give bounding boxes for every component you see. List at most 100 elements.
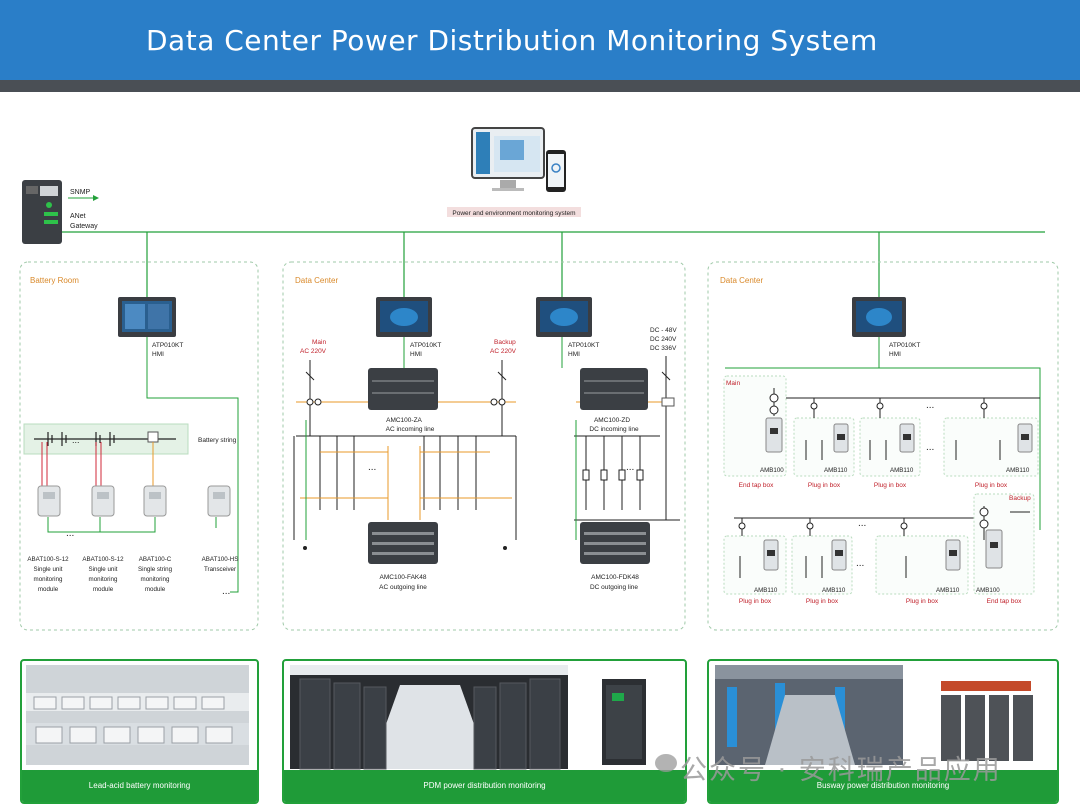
busway-box-meters <box>767 428 1029 556</box>
top-box-4-caption: Plug in box <box>975 482 1008 489</box>
bottom-box-ellipsis: ... <box>856 558 864 569</box>
data-center-2-title: Data Center <box>720 276 763 285</box>
dc2-hmi-type: HMI <box>889 351 901 358</box>
battery-room-panel <box>19 261 259 631</box>
data-center-panel-1 <box>282 261 686 631</box>
battery-module-icon <box>91 485 115 517</box>
top-busway-ellipsis: ... <box>926 400 934 411</box>
amc-fak48-device-icon <box>368 522 438 564</box>
module-2-line3: module <box>93 586 114 593</box>
bottom-box-3-caption: Plug in box <box>906 598 939 605</box>
battery-room-title: Battery Room <box>30 276 79 285</box>
dc1-hmi1-type: HMI <box>410 351 422 358</box>
battery-string-ellipsis: ... <box>72 435 80 445</box>
top-box-2-model: AMB110 <box>824 467 848 474</box>
ac-ct-wiring <box>300 446 512 520</box>
busway-image <box>715 665 1033 765</box>
main-supply-label: Main <box>312 339 326 346</box>
module-2-line2: monitoring <box>89 576 118 583</box>
bottom-box-2-model: AMB110 <box>822 587 846 594</box>
module-4-line1: Transceiver <box>204 566 236 573</box>
amc-zd-device-icon <box>580 368 648 410</box>
battery-hmi-model: ATP010KT <box>152 342 183 349</box>
dc-voltage-3: DC 336V <box>650 345 677 352</box>
top-box-3-model: AMB110 <box>890 467 914 474</box>
busway-taps <box>738 388 1030 540</box>
bottom-busway-ellipsis: ... <box>858 518 866 529</box>
top-box-4-model: AMB110 <box>1006 467 1030 474</box>
fak-desc: AC outgoing line <box>379 584 427 591</box>
amc-zd-model: AMC100-ZD <box>594 417 630 424</box>
data-center-1-title: Data Center <box>295 276 338 285</box>
pdm-photo-card: PDM power distribution monitoring <box>282 659 687 804</box>
dc1-hmi2-type: HMI <box>568 351 580 358</box>
module-1-model: ABAT100-S-12 <box>27 556 69 563</box>
battery-string-label: Battery string <box>198 437 237 444</box>
module-2-model: ABAT100-S-12 <box>82 556 124 563</box>
module-2-line1: Single unit <box>89 566 118 573</box>
fdk-desc: DC outgoing line <box>590 584 638 591</box>
amc-za-desc: AC incoming line <box>386 426 435 433</box>
battery-module-icon <box>37 485 61 517</box>
hmi-screen-icon <box>536 297 592 337</box>
phone-icon <box>546 150 566 192</box>
gateway-name-line2: Gateway <box>70 223 98 230</box>
top-box-3-caption: Plug in box <box>874 482 907 489</box>
module-1-line3: module <box>38 586 59 593</box>
main-supply-voltage: AC 220V <box>300 348 327 355</box>
monitor-icon <box>471 127 545 191</box>
wechat-icon <box>655 754 677 772</box>
top-box-1-caption: End tap box <box>739 482 774 489</box>
bottom-box-1-model: AMB110 <box>754 587 778 594</box>
top-box-2-caption: Plug in box <box>808 482 841 489</box>
bottom-box-4-caption: End tap box <box>987 598 1022 605</box>
backup-supply-voltage: AC 220V <box>490 348 517 355</box>
module-1-line2: monitoring <box>34 576 63 583</box>
amc-za-model: AMC100-ZA <box>386 417 422 424</box>
battery-photo-caption: Lead-acid battery monitoring <box>22 770 257 802</box>
module-3-line3: module <box>145 586 166 593</box>
page-title: Data Center Power Distribution Monitorin… <box>146 24 878 57</box>
fak-model: AMC100-FAK48 <box>380 574 427 581</box>
bottom-box-1-caption: Plug in box <box>739 598 772 605</box>
watermark-text: 公众号 · 安科瑞产品应用 <box>680 755 1002 786</box>
string-sensor-icon <box>147 431 159 443</box>
gateway-name-line1: ANet <box>70 213 86 220</box>
module-3-line2: monitoring <box>141 576 170 583</box>
bottom-box-3-model: AMB110 <box>936 587 960 594</box>
dc-fuses <box>582 469 644 481</box>
dc1-hmi2-model: ATP010KT <box>568 342 599 349</box>
backup-supply-label: Backup <box>494 339 516 346</box>
transceiver-icon <box>207 485 231 517</box>
bottom-box-4-model: AMB100 <box>976 587 1000 594</box>
dc-voltage-1: DC - 48V <box>650 327 677 334</box>
top-box-ellipsis: ... <box>926 442 934 453</box>
plug-in-switches <box>739 440 1001 578</box>
system-label: Power and environment monitoring system <box>452 210 575 217</box>
hmi-screen-icon <box>852 297 906 337</box>
server-aisle-image <box>290 665 646 770</box>
modules-ellipsis: ... <box>66 528 74 539</box>
dc-shunt-icon <box>661 397 675 407</box>
busway-backup-label: Backup <box>1009 495 1031 502</box>
battery-hmi-type: HMI <box>152 351 164 358</box>
battery-rack-image <box>26 665 249 765</box>
dc-branch-ellipsis: ... <box>626 462 634 473</box>
busway-photo-card: Busway power distribution monitoring <box>707 659 1059 804</box>
module-1-line1: Single unit <box>34 566 63 573</box>
title-banner <box>0 0 1080 80</box>
amc-fdk48-device-icon <box>580 522 650 564</box>
hmi-screen-icon <box>118 297 176 337</box>
battery-wiring <box>41 442 217 533</box>
dc2-hmi-model: ATP010KT <box>889 342 920 349</box>
module-3-model: ABAT100-C <box>139 556 172 563</box>
ac-incoming-circuit <box>296 360 516 437</box>
outgoing-terminal-icons <box>303 546 507 550</box>
bottom-box-2-caption: Plug in box <box>806 598 839 605</box>
battery-photo-card: Lead-acid battery monitoring <box>20 659 259 804</box>
amc-za-device-icon <box>368 368 438 410</box>
fdk-model: AMC100-FDK48 <box>591 574 639 581</box>
busway-main-label: Main <box>726 380 740 387</box>
dc1-hmi1-model: ATP010KT <box>410 342 441 349</box>
module-3-line1: Single string <box>138 566 173 573</box>
